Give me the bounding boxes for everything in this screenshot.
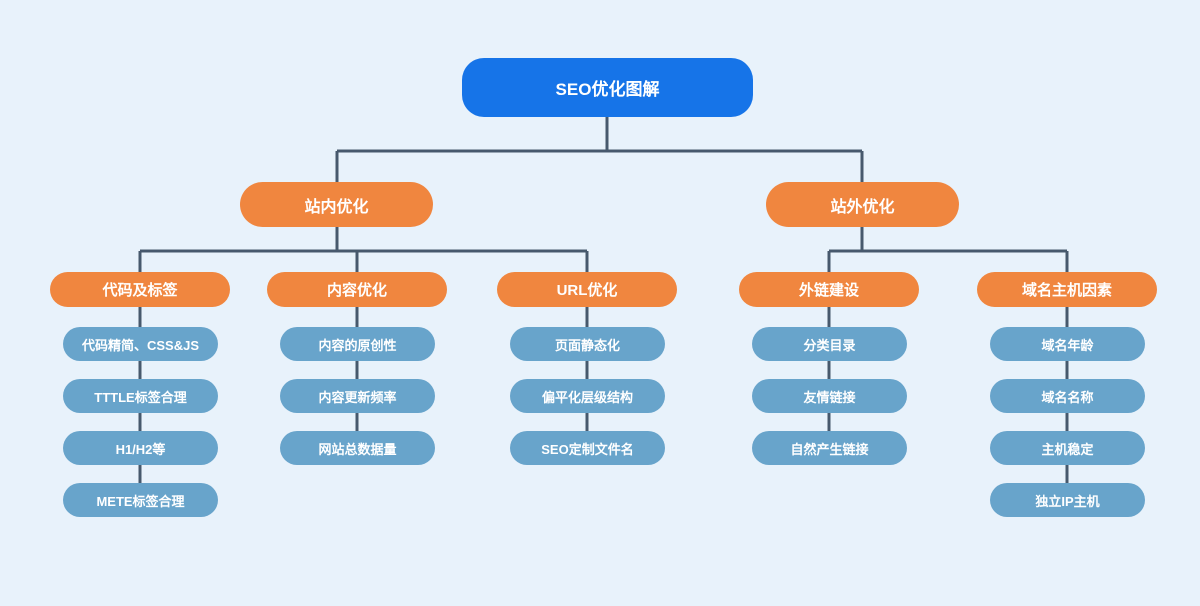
leaf-seo-filename: SEO定制文件名: [510, 431, 665, 465]
leaf-domain-name: 域名名称: [990, 379, 1145, 413]
leaf-code-css-js: 代码精简、CSS&JS: [63, 327, 218, 361]
node-content-optimization: 内容优化: [267, 272, 447, 307]
leaf-content-originality: 内容的原创性: [280, 327, 435, 361]
node-onsite-optimization: 站内优化: [240, 182, 433, 227]
leaf-title-tag: TTTLE标签合理: [63, 379, 218, 413]
leaf-flat-hierarchy: 偏平化层级结构: [510, 379, 665, 413]
leaf-host-stability: 主机稳定: [990, 431, 1145, 465]
node-code-and-tags: 代码及标签: [50, 272, 230, 307]
node-offsite-optimization: 站外优化: [766, 182, 959, 227]
node-root: SEO优化图解: [462, 58, 753, 117]
leaf-category-directory: 分类目录: [752, 327, 907, 361]
leaf-dedicated-ip-host: 独立IP主机: [990, 483, 1145, 517]
node-domain-host-factors: 域名主机因素: [977, 272, 1157, 307]
leaf-meta-tag: METE标签合理: [63, 483, 218, 517]
node-url-optimization: URL优化: [497, 272, 677, 307]
leaf-site-data-volume: 网站总数据量: [280, 431, 435, 465]
leaf-domain-age: 域名年龄: [990, 327, 1145, 361]
leaf-content-update-frequency: 内容更新频率: [280, 379, 435, 413]
node-backlink-building: 外链建设: [739, 272, 919, 307]
leaf-h1-h2: H1/H2等: [63, 431, 218, 465]
leaf-page-staticization: 页面静态化: [510, 327, 665, 361]
leaf-natural-links: 自然产生链接: [752, 431, 907, 465]
connector-path: [138, 117, 1069, 500]
leaf-friendly-links: 友情链接: [752, 379, 907, 413]
